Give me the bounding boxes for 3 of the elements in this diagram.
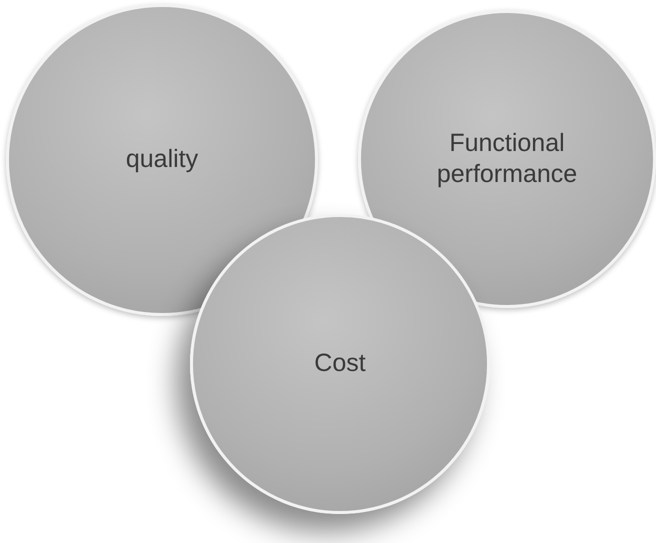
- circle-label: Cost: [314, 348, 366, 380]
- circle-label: Functional performance: [436, 128, 578, 190]
- circle-label: quality: [126, 144, 198, 176]
